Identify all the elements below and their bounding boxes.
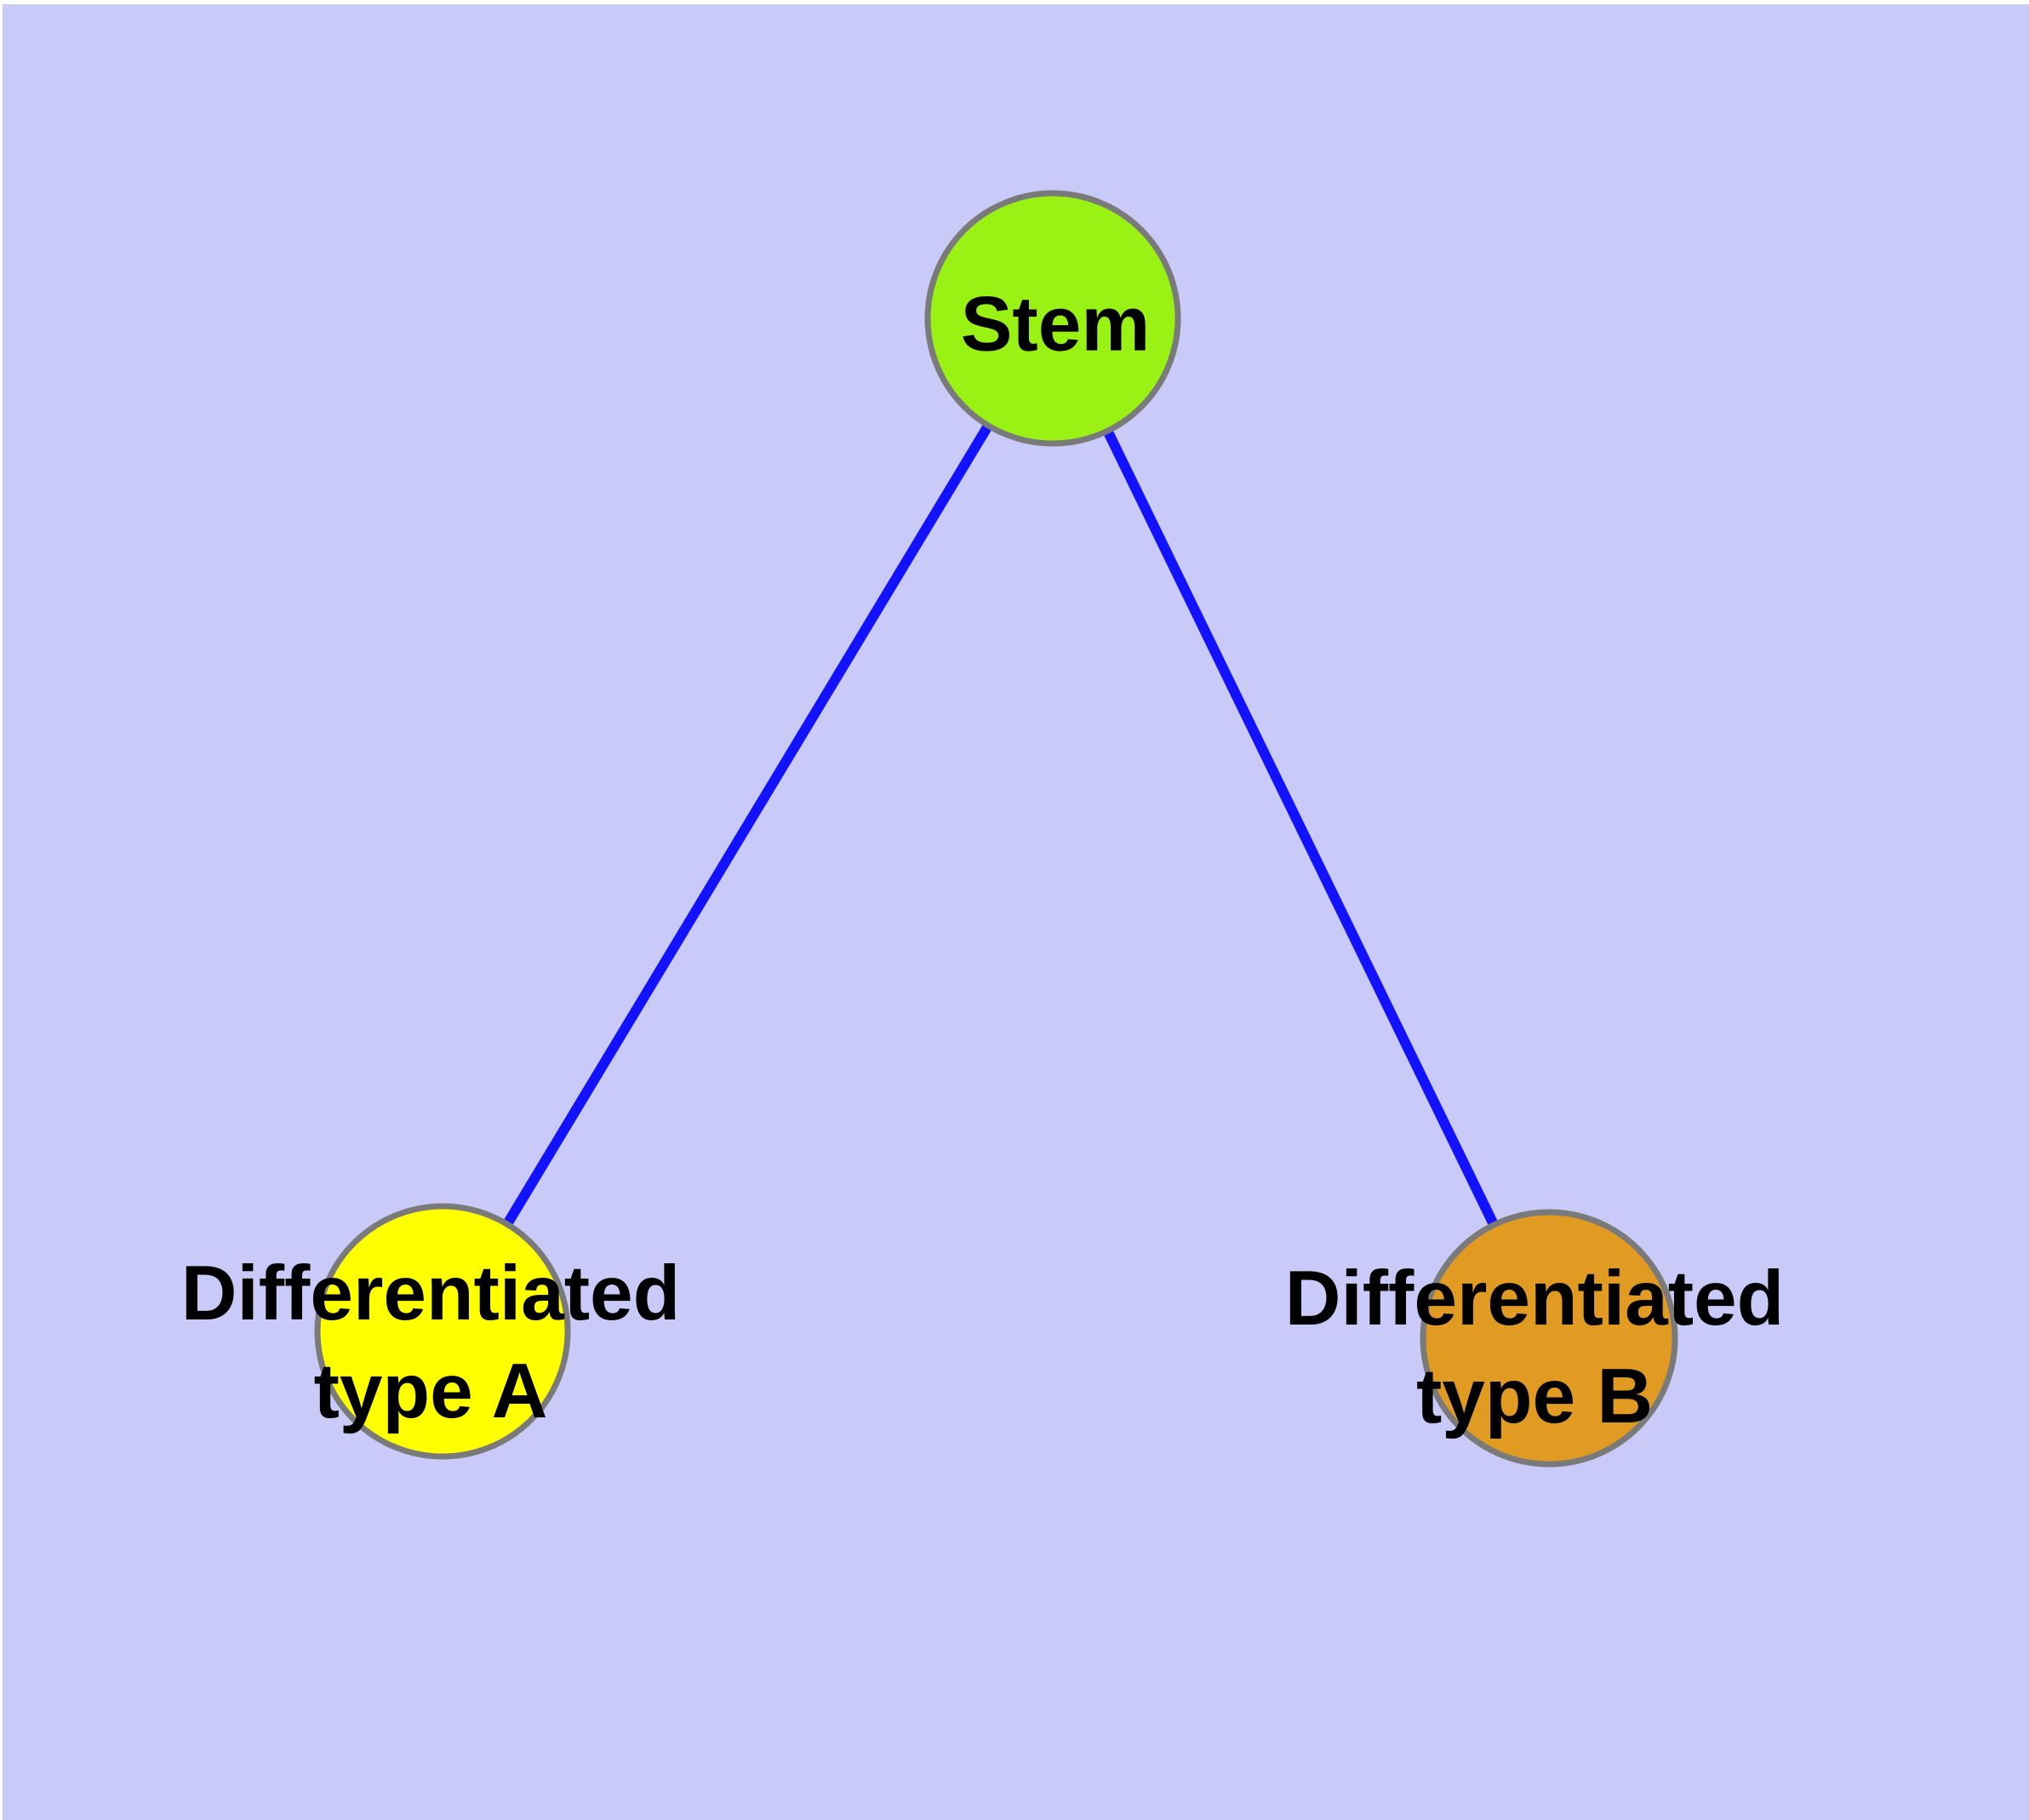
edge-stem-to-type-a [437,315,1058,1335]
diagram-canvas: Stem Differentiated type A Differentiate… [3,4,2029,1820]
node-stem-circle [924,190,1181,447]
node-type-b-circle [1420,1209,1678,1468]
edge-stem-to-type-b [1048,316,1554,1341]
graph-svg [314,190,1678,1468]
node-type-a-circle [314,1203,571,1460]
